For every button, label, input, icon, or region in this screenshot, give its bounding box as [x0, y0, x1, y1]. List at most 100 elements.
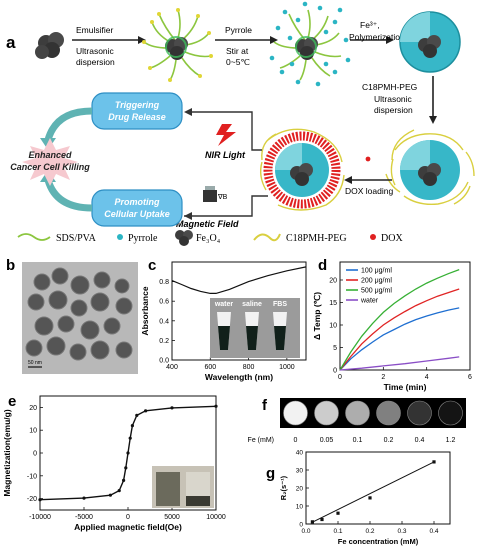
scheme-legend: SDS/PVA Pyrrole Fe₃O₄ C18PMH-PEG DOX	[17, 230, 403, 246]
legend-dox: DOX	[381, 233, 403, 244]
e-xtick-label: 10000	[206, 514, 226, 521]
d-series-line	[339, 307, 460, 371]
enhanced-line2: Cancer Cell Killing	[10, 162, 90, 172]
e-data-point	[214, 404, 218, 408]
d-ytick-label: 10	[329, 323, 337, 330]
d-ytick-label: 15	[329, 300, 337, 307]
c-xtick-label: 400	[166, 364, 178, 371]
f-conc-label: 0.2	[384, 437, 394, 444]
d-xtick-label: 2	[381, 374, 385, 381]
d-legend-label: 500 μg/ml	[361, 288, 392, 295]
d-series-line	[339, 268, 460, 371]
g-xtick-label: 0.4	[429, 528, 438, 535]
e-ytick-label: -20	[27, 496, 37, 503]
legend-c18: C18PMH-PEG	[286, 233, 347, 244]
e-xlabel: Applied magnetic field(Oe)	[74, 522, 182, 532]
d-ytick-label: 0	[333, 368, 337, 375]
peg-coated-particle	[385, 129, 475, 206]
e-data-point	[135, 413, 139, 417]
triggering-line2: Drug Release	[108, 112, 166, 122]
dox-loading-label: DOX loading	[345, 186, 393, 196]
c-ytick-label: 0.4	[159, 318, 169, 325]
g-ytick-label: 0	[299, 522, 303, 529]
e-data-point	[170, 406, 174, 410]
promoting-box	[91, 189, 183, 227]
grad-b-label: ∇B	[217, 193, 228, 201]
promoting-line2: Cellular Uptake	[104, 209, 170, 219]
d-xlabel: Time (min)	[384, 382, 427, 392]
panel-a-scheme: a Emulsifier Ultrasonic dispersion Pyrro…	[6, 1, 475, 246]
c-xtick-label: 800	[243, 364, 255, 371]
core-with-emulsifier	[142, 8, 213, 82]
c-ytick-label: 0.6	[159, 299, 169, 306]
stir-temp-label: 0~5℃	[226, 57, 250, 67]
ultrasonic-label: Ultrasonic	[76, 46, 115, 56]
panel-label-d: d	[318, 257, 327, 274]
panel-label-a: a	[6, 33, 16, 52]
c-xtick-label: 1000	[279, 364, 295, 371]
d-series-line	[339, 356, 460, 371]
c-ylabel: Absorbance	[140, 286, 150, 335]
dox-dot	[365, 156, 371, 162]
g-xtick-label: 0.3	[397, 528, 406, 535]
g-data-point	[320, 517, 324, 522]
g-ytick-label: 20	[296, 486, 304, 493]
e-data-point	[108, 493, 112, 497]
g-ytick-label: 10	[296, 504, 304, 511]
f-conc-label: 0.05	[320, 437, 334, 444]
f-conc-label: 0.1	[353, 437, 363, 444]
d-legend-label: 100 μg/ml	[361, 268, 392, 275]
f-mri-disk	[438, 400, 463, 426]
legend-pyrrole: Pyrrole	[128, 233, 158, 244]
g-xtick-label: 0.1	[333, 528, 342, 535]
e-ytick-label: -10	[27, 473, 37, 480]
legend-fe3o4: Fe₃O₄	[196, 233, 221, 244]
c-ytick-label: 0.2	[159, 338, 169, 345]
g-plot-frame	[305, 451, 451, 525]
lightning-icon	[216, 124, 236, 146]
triggering-box	[91, 92, 183, 130]
d-plot-frame	[339, 261, 471, 371]
arrow-magnetic-path	[184, 195, 268, 217]
e-data-point	[128, 436, 132, 440]
f-conc-label: 0	[294, 437, 298, 444]
e-data-point	[38, 498, 42, 502]
polymerization-label: Polymerization	[349, 32, 405, 42]
panel-label-e: e	[8, 393, 16, 410]
dispersion-label: dispersion	[76, 57, 115, 67]
c18-step-label: C18PMH-PEG	[362, 82, 417, 92]
e-data-point	[122, 478, 126, 482]
panel-label-c: c	[148, 257, 156, 274]
d-ytick-label: 20	[329, 278, 337, 285]
d-legend-label: water	[360, 298, 379, 305]
f-conc-label: 1.2	[446, 437, 456, 444]
enhanced-line1: Enhanced	[28, 150, 72, 160]
e-data-point	[144, 409, 148, 413]
e-data-point	[130, 424, 134, 428]
core-with-pyrrole	[269, 1, 351, 87]
c-vial-liquid	[246, 326, 258, 350]
g-data-point	[336, 511, 340, 515]
nir-light-label: NIR Light	[205, 150, 246, 160]
panel-b-tem: b 50 nm	[6, 257, 138, 374]
d-ytick-label: 5	[333, 345, 337, 352]
c-xlabel: Wavelength (nm)	[205, 372, 273, 382]
f-mri-disk	[283, 400, 308, 426]
d-series-line	[339, 288, 460, 371]
d-ylabel: Δ Temp (℃)	[312, 292, 322, 340]
ppy-shell-particle	[399, 11, 461, 73]
d-legend-label: 200 μg/ml	[361, 278, 392, 285]
e-inset-vial-left	[156, 472, 180, 506]
f-mri-disk	[376, 400, 401, 426]
c-ytick-label: 0.8	[159, 279, 169, 286]
dox-loaded-particle	[259, 128, 345, 211]
d-xtick-label: 0	[338, 374, 342, 381]
e-inset-magnet	[186, 496, 210, 506]
panel-label-b: b	[6, 257, 15, 274]
c-inset-label: saline	[242, 301, 262, 308]
fe3o4-core-step1	[35, 32, 64, 59]
